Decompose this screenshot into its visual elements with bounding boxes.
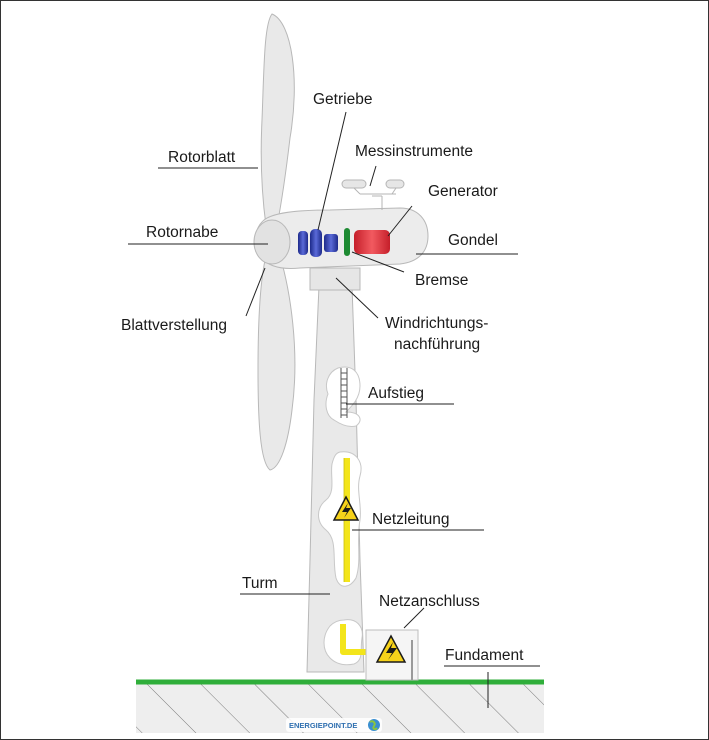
brake [344, 228, 350, 256]
label-getriebe: Getriebe [313, 91, 372, 108]
label-windrichtung-1: Windrichtungs- [385, 315, 488, 332]
label-netzanschluss: Netzanschluss [379, 593, 480, 610]
generator [354, 230, 390, 254]
yaw-drive [309, 267, 361, 291]
leader-lines [128, 111, 540, 708]
label-rotorblatt: Rotorblatt [168, 149, 236, 166]
label-generator: Generator [428, 183, 498, 200]
label-windrichtung-2: nachführung [394, 336, 480, 353]
label-messinstrumente: Messinstrumente [355, 143, 473, 160]
label-blattverstellung: Blattverstellung [121, 317, 227, 334]
grid-connection-cable [340, 624, 366, 655]
label-turm: Turm [242, 575, 278, 592]
label-bremse: Bremse [415, 272, 468, 289]
gearbox [298, 229, 338, 257]
ladder-icon [340, 368, 348, 418]
logo-text: ENERGIEPOINT.DE [289, 721, 357, 730]
label-netzleitung: Netzleitung [372, 511, 450, 528]
rotor-hub [253, 219, 291, 265]
label-fundament: Fundament [445, 647, 524, 664]
warning-icon [332, 495, 360, 521]
label-rotornabe: Rotornabe [146, 224, 218, 241]
rotor-blade-lower [257, 255, 296, 471]
rotor-blade-upper [260, 13, 295, 227]
label-aufstieg: Aufstieg [368, 385, 424, 402]
grid-warning-icon [375, 634, 407, 663]
energiepoint-logo: ENERGIEPOINT.DE [286, 718, 382, 732]
label-gondel: Gondel [448, 232, 498, 249]
measuring-instruments [341, 179, 405, 210]
